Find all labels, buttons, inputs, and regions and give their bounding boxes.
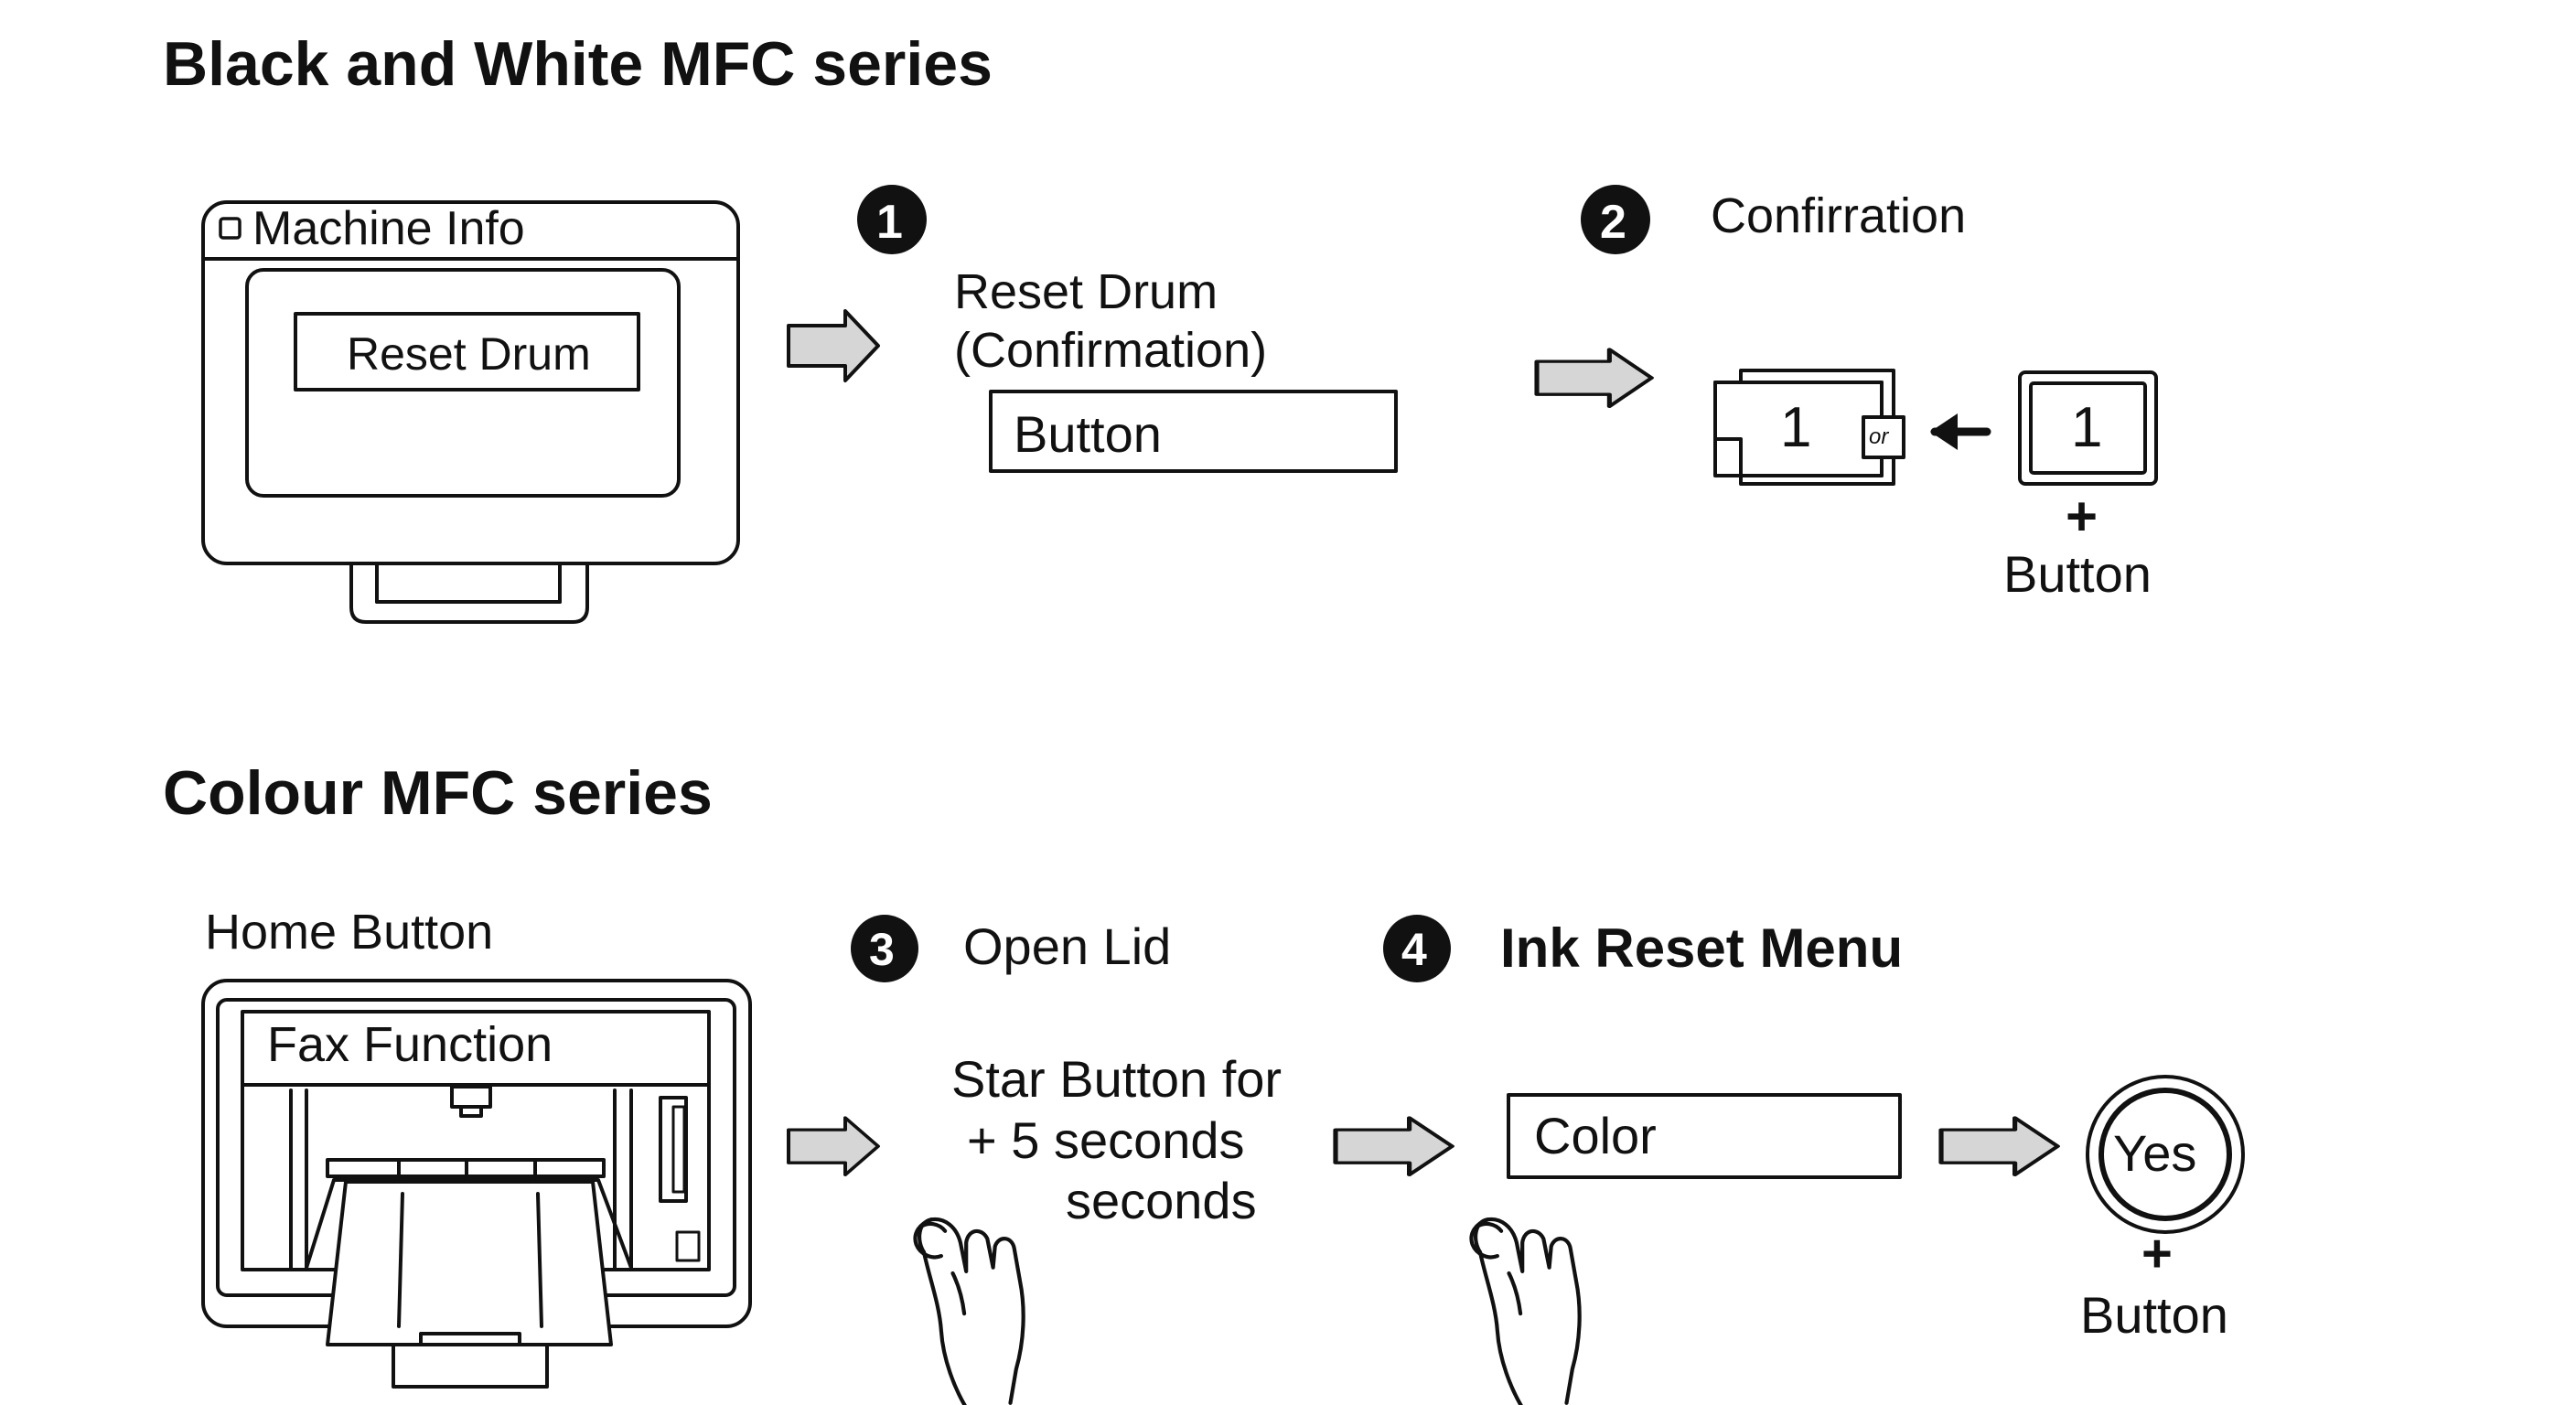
key-stack-icon [1713,369,1905,486]
step-1-badge [857,185,927,254]
reset-drum-screen-button[interactable]: Reset Drum [347,328,591,380]
home-button-label: Home Button [205,905,494,960]
arrow-right-icon [1941,1118,2057,1174]
step-2-number: 2 [1600,196,1626,249]
step-2-button-label: Button [2003,545,2152,603]
step-3-label: Open Lid [963,917,1172,975]
yes-button-label[interactable]: Yes [2113,1124,2197,1182]
step-2-badge [1581,185,1650,254]
step-4-button-label: Button [2080,1286,2228,1344]
color-field-value[interactable]: Color [1534,1107,1657,1164]
arrow-right-icon [1537,349,1651,406]
step-3-instruction-line1: Star Button for [951,1050,1283,1108]
step-3-badge [851,915,918,982]
step-2-label: Confirration [1711,188,1967,243]
step-1-label-line2: (Confirmation) [954,323,1268,378]
section-title-bw: Black and White MFC series [163,29,993,99]
color-field-box [1507,1093,1902,1179]
step-3-instruction-line3: seconds [1066,1172,1257,1229]
yes-button-icon [2086,1075,2245,1234]
key-right-number[interactable]: 1 [2071,396,2103,459]
arrow-right-icon [787,1116,880,1177]
printer-icon [201,979,752,1389]
step-4-number: 4 [1401,924,1427,975]
step-1-label-line1: Reset Drum [954,264,1218,319]
finger-press-icon [916,1219,1024,1405]
plus-icon: + [2141,1224,2173,1283]
step-1-button-box [989,390,1398,473]
key-small-label: or [1869,424,1889,449]
monitor-icon [201,200,740,624]
step-4-label: Ink Reset Menu [1500,917,1904,979]
arrow-right-icon [787,309,880,382]
finger-press-icon [1472,1219,1580,1405]
screen-title: Machine Info [252,202,525,255]
step-3-instruction-line2: + 5 seconds [967,1111,1245,1169]
plus-icon: + [2066,486,2098,547]
arrow-left-icon [1930,413,1991,450]
step-1-button-label[interactable]: Button [1014,405,1162,463]
key-left-number: 1 [1780,396,1812,459]
step-4-badge [1383,915,1451,982]
section-title-colour: Colour MFC series [163,758,713,828]
step-1-number: 1 [876,196,903,249]
arrow-right-icon [1336,1118,1452,1174]
key-icon [2018,370,2158,486]
step-3-number: 3 [869,924,895,975]
fax-function-label: Fax Function [267,1017,553,1072]
